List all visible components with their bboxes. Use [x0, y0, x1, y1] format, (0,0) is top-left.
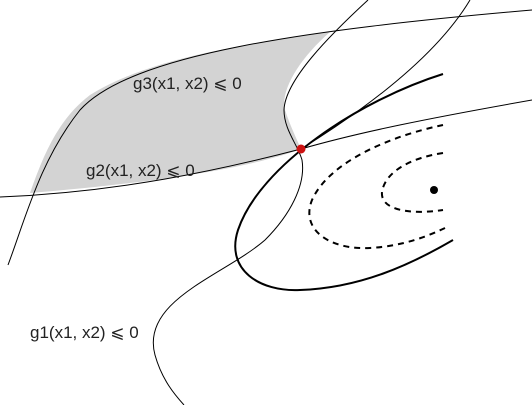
objective-contour-inner: [380, 152, 444, 213]
g3-constraint-curve: [7, 9, 532, 266]
feasible-region: [30, 32, 330, 193]
objective-contour-middle: [308, 124, 446, 250]
objective-contour-outer: [234, 73, 454, 292]
g1-upper-branch: [300, 0, 471, 150]
g2-label: g2(x1, x2) ⩽ 0: [86, 161, 195, 180]
constrained-optimum-point: [296, 144, 306, 154]
g3-label: g3(x1, x2) ⩽ 0: [133, 74, 242, 93]
g1-label: g1(x1, x2) ⩽ 0: [30, 323, 139, 342]
unconstrained-optimum-point: [430, 186, 438, 194]
g1-constraint-curve: [152, 0, 369, 405]
